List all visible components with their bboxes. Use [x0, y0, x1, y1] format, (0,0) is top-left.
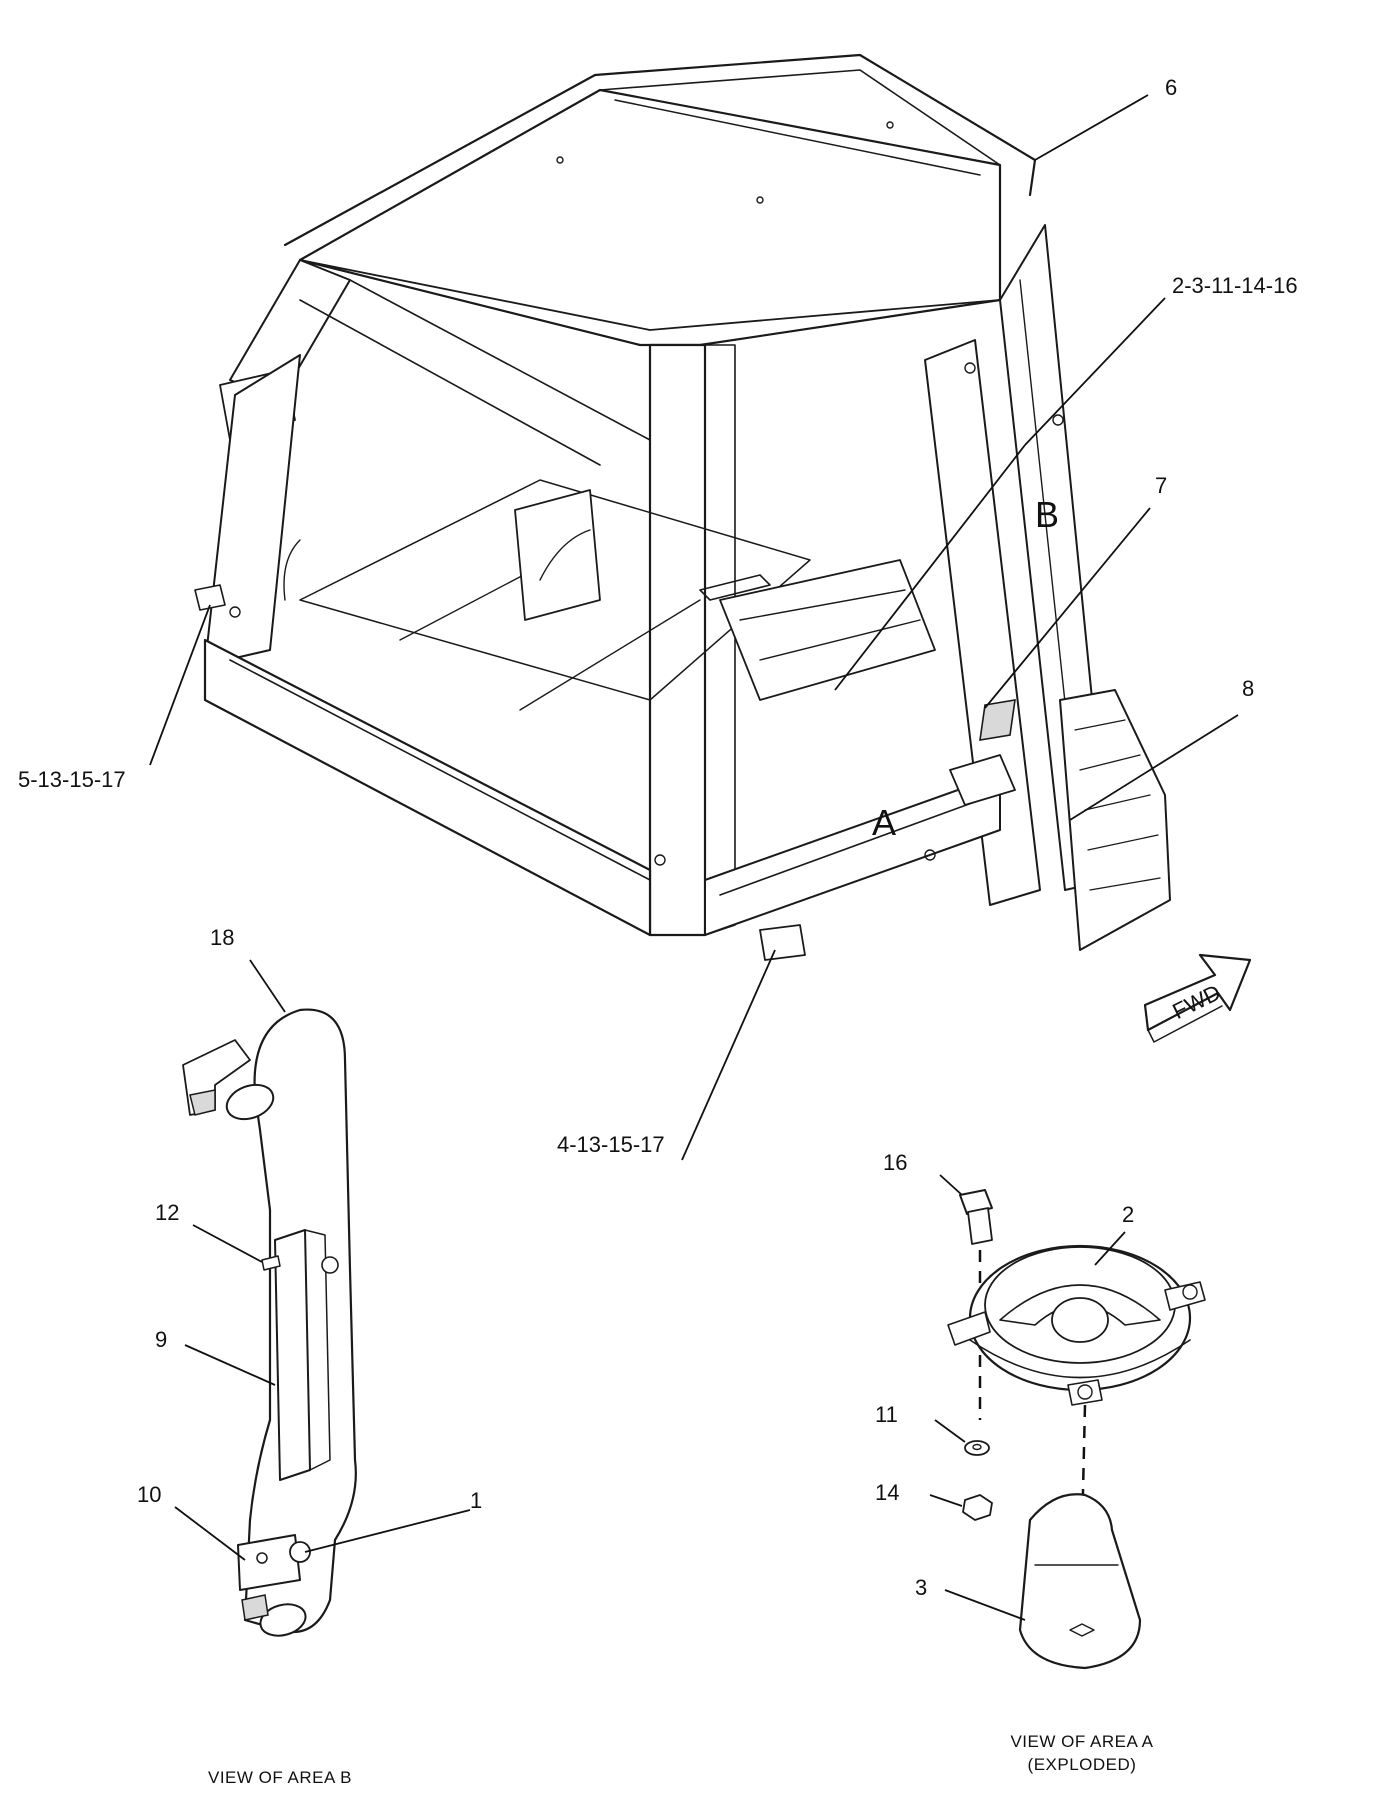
- callout-4-13-15-17: 4-13-15-17: [557, 1132, 665, 1157]
- callout-2-3-11-14-16: 2-3-11-14-16: [1172, 273, 1298, 298]
- callout-labels: 6 2-3-11-14-16 7 8 5-13-15-17 4-13-15-17…: [18, 75, 1298, 1600]
- view-area-b-caption: VIEW OF AREA B: [208, 1768, 352, 1787]
- callout-2: 2: [1122, 1202, 1134, 1227]
- view-area-a-caption-line1: VIEW OF AREA A: [1010, 1732, 1153, 1751]
- callout-16: 16: [883, 1150, 907, 1175]
- view-area-b-assembly: [182, 1008, 357, 1637]
- callout-7: 7: [1155, 473, 1167, 498]
- cab-frame-assembly: [194, 53, 1171, 961]
- callout-10: 10: [137, 1482, 161, 1507]
- area-label-a: A: [872, 802, 896, 843]
- leader-lines: [149, 94, 1239, 1621]
- callout-6: 6: [1165, 75, 1177, 100]
- callout-14: 14: [875, 1480, 899, 1505]
- callout-3: 3: [915, 1575, 927, 1600]
- callout-9: 9: [155, 1327, 167, 1352]
- callout-11: 11: [875, 1402, 898, 1427]
- callout-5-13-15-17: 5-13-15-17: [18, 767, 126, 792]
- area-label-b: B: [1035, 494, 1059, 535]
- callout-8: 8: [1242, 676, 1254, 701]
- view-area-a-caption-line2: (EXPLODED): [1028, 1755, 1137, 1774]
- callout-1: 1: [470, 1488, 482, 1513]
- forward-direction-arrow: FWD: [1143, 953, 1252, 1043]
- view-area-a-assembly: [947, 1189, 1206, 1670]
- callout-12: 12: [155, 1200, 179, 1225]
- callout-18: 18: [210, 925, 234, 950]
